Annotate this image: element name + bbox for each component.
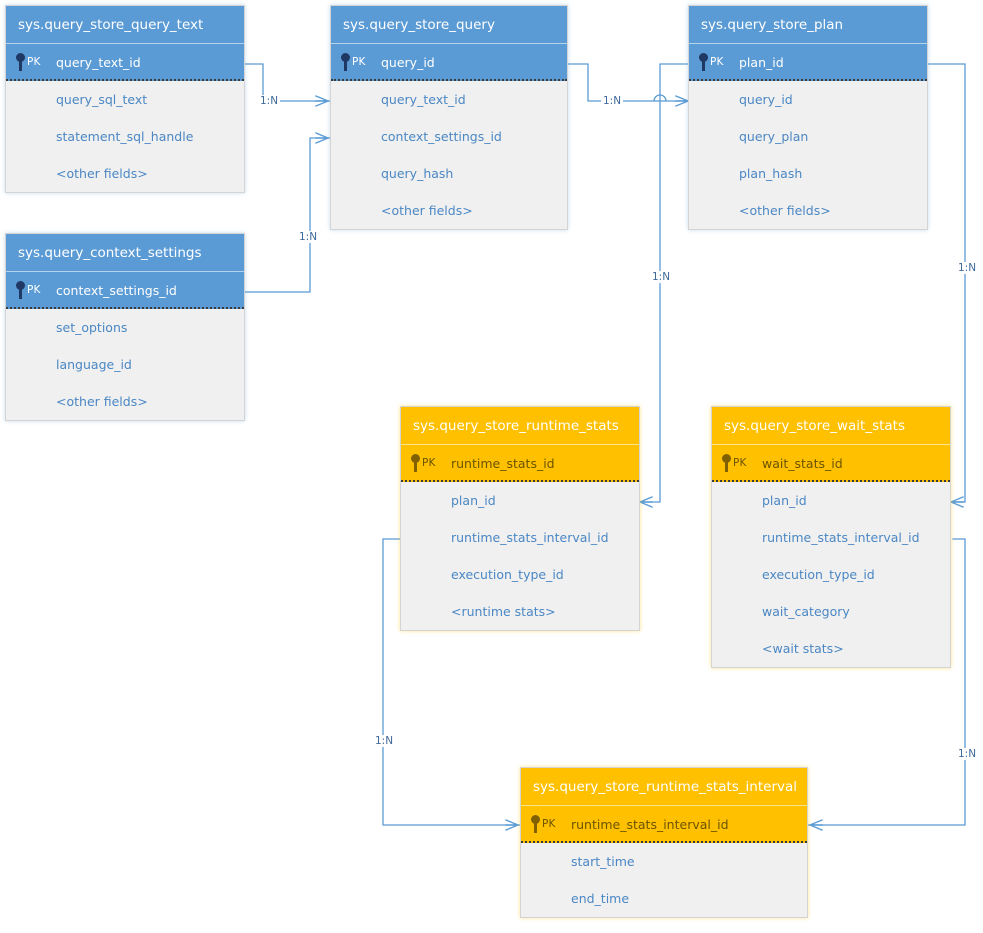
entity-title: sys.query_store_runtime_stats (401, 407, 639, 445)
pk-field-name: context_settings_id (56, 283, 177, 298)
entity-field-list: plan_id runtime_stats_interval_id execut… (401, 482, 639, 630)
field-row: <other fields> (56, 166, 148, 181)
entity-title: sys.query_context_settings (6, 234, 244, 272)
field-row: plan_hash (739, 166, 803, 181)
entity-title: sys.query_store_wait_stats (712, 407, 950, 445)
pk-field-name: query_text_id (56, 55, 141, 70)
cardinality-label-r5: 1:N (956, 262, 979, 274)
entity-primary-key-row[interactable]: PK runtime_stats_id (401, 445, 639, 482)
field-row: end_time (571, 891, 630, 906)
key-icon (531, 814, 540, 833)
entity-title: sys.query_store_query (331, 6, 567, 44)
field-row: statement_sql_handle (56, 129, 194, 144)
pk-tag: PK (733, 457, 747, 469)
pk-tag: PK (27, 284, 41, 296)
field-row: context_settings_id (381, 129, 502, 144)
field-row: query_id (739, 92, 793, 107)
field-row: plan_id (451, 493, 496, 508)
field-row: language_id (56, 357, 132, 372)
entity-query-store-query[interactable]: sys.query_store_query PK query_id query_… (330, 5, 568, 230)
field-row: plan_id (762, 493, 807, 508)
field-row: runtime_stats_interval_id (451, 530, 609, 545)
connector-query-text-to-query (244, 63, 331, 102)
entity-primary-key-row[interactable]: PK query_text_id (6, 44, 244, 81)
entity-primary-key-row[interactable]: PK plan_id (689, 44, 927, 81)
key-icon (16, 280, 25, 299)
pk-field-name: query_id (381, 55, 435, 70)
entity-title: sys.query_store_runtime_stats_interval (521, 768, 807, 806)
key-icon (411, 453, 420, 472)
connector-context-settings-to-query (244, 137, 331, 293)
field-row: <other fields> (381, 203, 473, 218)
cardinality-label-r6: 1:N (373, 735, 396, 747)
field-row: runtime_stats_interval_id (762, 530, 920, 545)
connector-query-to-plan (567, 63, 691, 102)
entity-primary-key-row[interactable]: PK runtime_stats_interval_id (521, 806, 807, 843)
entity-field-list: plan_id runtime_stats_interval_id execut… (712, 482, 950, 667)
entity-field-list: set_options language_id <other fields> (6, 309, 244, 420)
entity-query-store-runtime-stats-interval[interactable]: sys.query_store_runtime_stats_interval P… (520, 767, 808, 918)
cardinality-label-r3: 1:N (601, 95, 624, 107)
pk-tag: PK (27, 56, 41, 68)
cardinality-label-r4: 1:N (650, 271, 673, 283)
entity-primary-key-row[interactable]: PK wait_stats_id (712, 445, 950, 482)
cardinality-label-r7: 1:N (956, 748, 979, 760)
field-row: wait_category (762, 604, 850, 619)
entity-primary-key-row[interactable]: PK context_settings_id (6, 272, 244, 309)
cardinality-label-r2: 1:N (297, 231, 320, 243)
pk-tag: PK (710, 56, 724, 68)
cardinality-label-r1: 1:N (258, 95, 281, 107)
field-row: query_plan (739, 129, 809, 144)
field-row: query_text_id (381, 92, 466, 107)
pk-tag: PK (352, 56, 366, 68)
field-row: <other fields> (739, 203, 831, 218)
field-row: <other fields> (56, 394, 148, 409)
field-row: execution_type_id (451, 567, 564, 582)
field-row: <runtime stats> (451, 604, 556, 619)
key-icon (699, 52, 708, 71)
entity-query-store-plan[interactable]: sys.query_store_plan PK plan_id query_id… (688, 5, 928, 230)
entity-query-context-settings[interactable]: sys.query_context_settings PK context_se… (5, 233, 245, 421)
entity-title: sys.query_store_plan (689, 6, 927, 44)
connector-interval-to-wait-stats (807, 538, 966, 826)
entity-field-list: start_time end_time (521, 843, 807, 917)
pk-tag: PK (422, 457, 436, 469)
pk-tag: PK (542, 818, 556, 830)
entity-field-list: query_id query_plan plan_hash <other fie… (689, 81, 927, 229)
pk-field-name: plan_id (739, 55, 784, 70)
field-row: execution_type_id (762, 567, 875, 582)
entity-query-store-runtime-stats[interactable]: sys.query_store_runtime_stats PK runtime… (400, 406, 640, 631)
field-row: <wait stats> (762, 641, 844, 656)
entity-field-list: query_sql_text statement_sql_handle <oth… (6, 81, 244, 192)
key-icon (722, 453, 731, 472)
entity-title: sys.query_store_query_text (6, 6, 244, 44)
field-row: start_time (571, 854, 635, 869)
entity-primary-key-row[interactable]: PK query_id (331, 44, 567, 81)
entity-query-store-wait-stats[interactable]: sys.query_store_wait_stats PK wait_stats… (711, 406, 951, 668)
pk-field-name: runtime_stats_id (451, 456, 555, 471)
entity-query-store-query-text[interactable]: sys.query_store_query_text PK query_text… (5, 5, 245, 193)
key-icon (341, 52, 350, 71)
field-row: set_options (56, 320, 128, 335)
pk-field-name: runtime_stats_interval_id (571, 817, 729, 832)
pk-field-name: wait_stats_id (762, 456, 843, 471)
field-row: query_sql_text (56, 92, 148, 107)
connector-interval-to-runtime-stats (382, 538, 521, 826)
field-row: query_hash (381, 166, 454, 181)
connector-plan-to-runtime-stats (641, 63, 689, 503)
entity-field-list: query_text_id context_settings_id query_… (331, 81, 567, 229)
key-icon (16, 52, 25, 71)
